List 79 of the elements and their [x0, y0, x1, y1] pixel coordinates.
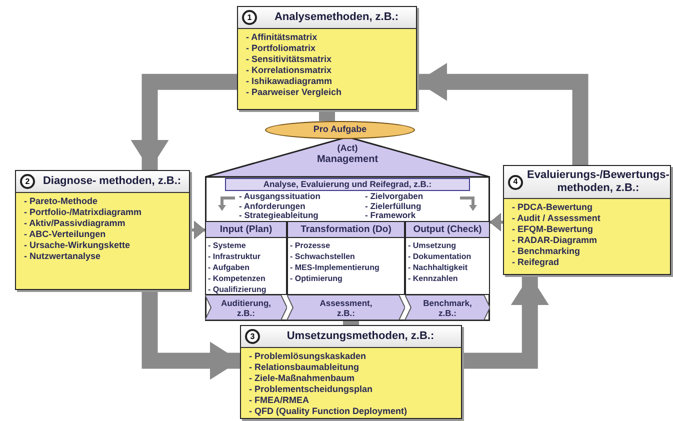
list-item: - Ursache-Wirkungskette: [24, 240, 131, 251]
list-item: - Aufgaben: [208, 262, 250, 273]
bar-label: Analyse, Evaluierung und Reifegrad, z.B.:: [263, 178, 432, 191]
list-item: - Anforderungen: [239, 202, 306, 211]
list-item: - Umsetzung: [408, 240, 457, 251]
block-arrow: [417, 62, 588, 165]
list-item: - Problementscheidungsplan: [249, 384, 374, 395]
list-item: - PDCA-Bewertung: [512, 202, 594, 213]
list-item: - Strategieableitung: [239, 211, 320, 220]
chevron-label: Auditierung, z.B.:: [220, 298, 272, 318]
list-item: - Problemlösungskaskaden: [249, 351, 368, 362]
list-item: - Pareto-Methode: [24, 196, 99, 207]
chevron-label: Assessment, z.B.:: [318, 298, 374, 318]
list-item: - Zielvorgaben: [365, 192, 424, 202]
list-item: - Framework: [365, 211, 416, 220]
list-item: - Systeme: [208, 240, 247, 251]
list-item: - ABC-Verteilungen: [24, 229, 107, 240]
list-item: - Affinitätsmatrix: [246, 32, 318, 43]
column-heading: Transformation (Do): [288, 222, 404, 238]
chevron-label: Benchmark, z.B.:: [422, 298, 473, 318]
list-item: - Infrastruktur: [208, 251, 262, 262]
list-item: - Benchmarking: [512, 246, 582, 257]
list-item: - RADAR-Diagramm: [512, 235, 598, 246]
chevron-step: [287, 295, 405, 320]
block-arrow: [142, 290, 240, 380]
list-item: - Aktiv/Passivdiagramm: [24, 218, 126, 229]
list-item: - Paarweiser Vergleich: [246, 87, 343, 98]
list-item: - MES-Implementierung: [290, 262, 380, 273]
column-heading: Output (Check): [406, 222, 489, 238]
step-number: 2: [20, 174, 35, 189]
phase-column: [287, 221, 405, 295]
method-card: [237, 6, 417, 110]
chevron-step: [205, 295, 287, 320]
label-bar: [225, 178, 470, 191]
block-arrow: [130, 74, 237, 170]
method-card: [15, 170, 190, 290]
list-item: - Zielerfüllung: [365, 202, 422, 211]
ellipse-label: Pro Aufgabe: [313, 123, 367, 136]
list-item: - Korrelationsmatrix: [246, 65, 333, 76]
list-item: - Ishikawadiagramm: [246, 76, 334, 87]
list-item: - Prozesse: [290, 240, 332, 251]
list-item: - FMEA/RMEA: [249, 395, 310, 406]
step-number: 3: [245, 329, 260, 344]
step-number: 4: [508, 174, 523, 190]
box-heading: Analysemethoden, z.B.:: [273, 11, 400, 24]
block-arrow: [462, 275, 549, 369]
list-item: - QFD (Quality Function Deployment): [249, 406, 408, 417]
chevron-step: [405, 295, 490, 320]
list-item: - Kennzahlen: [408, 273, 459, 284]
list-item: - Dokumentation: [408, 251, 472, 262]
list-item: - Nachhaltigkeit: [408, 262, 469, 273]
list-item: - Relationsbaumableitung: [249, 362, 360, 373]
list-item: - Portfoliomatrix: [246, 43, 317, 54]
list-item: - Audit / Assessment: [512, 213, 602, 224]
step-number: 1: [242, 10, 257, 25]
list-item: - Optimierung: [290, 273, 344, 284]
list-item: - Reifegrad: [512, 257, 560, 268]
arrow: [490, 212, 503, 232]
list-item: - Sensitivitätsmatrix: [246, 54, 333, 65]
method-card: [240, 325, 462, 419]
list-item: - Ziele-Maßnahmenbaum: [249, 373, 356, 384]
box-heading: Evaluierungs-/Bewertungs- methoden, z.B.:: [527, 169, 670, 195]
list-item: - Schwachstellen: [290, 251, 356, 262]
house-frame: [205, 137, 490, 321]
roof-label: (Act): [337, 143, 358, 154]
box-heading: Diagnose- methoden, z.B.:: [42, 175, 182, 188]
list-item: - Portfolio-/Matrixdiagramm: [24, 207, 143, 218]
method-card: [503, 165, 671, 275]
phase-column: [405, 221, 490, 295]
box-heading: Umsetzungsmethoden, z.B.:: [286, 330, 436, 343]
list-item: - Kompetenzen: [208, 273, 266, 284]
list-item: - Nutzwertanalyse: [24, 251, 102, 262]
column-heading: Input (Plan): [206, 222, 286, 238]
phase-column: [205, 221, 287, 295]
list-item: - EFQM-Bewertung: [512, 224, 594, 235]
list-item: - Qualifizierung: [208, 284, 268, 295]
roof-label: Management: [316, 154, 378, 166]
list-item: - Ausgangssituation: [239, 192, 320, 202]
arrow: [190, 220, 206, 240]
